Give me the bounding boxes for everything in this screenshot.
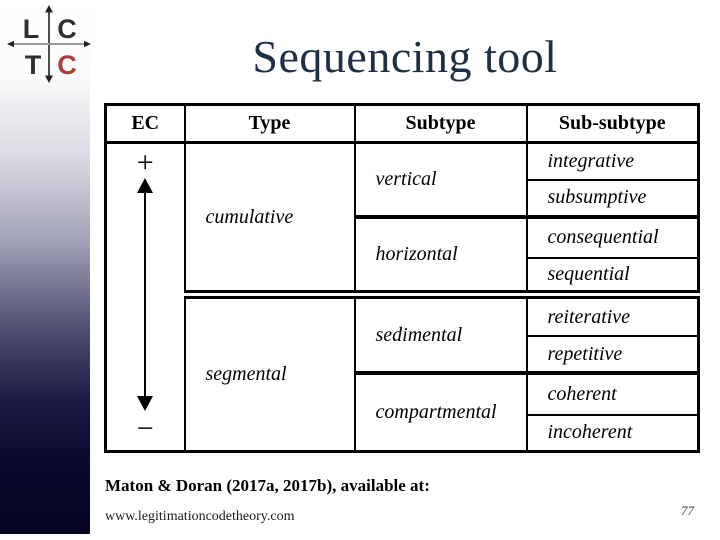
cell-cumulative: cumulative bbox=[183, 142, 356, 300]
arrow-line bbox=[144, 188, 147, 401]
table-row: horizontal consequential bbox=[106, 216, 700, 300]
logo-letter-c-red: C bbox=[57, 50, 77, 80]
citation-text: Maton & Doran (2017a, 2017b), available … bbox=[105, 476, 430, 495]
cell-integrative: integrative bbox=[525, 142, 700, 181]
table-row: repetitive bbox=[106, 336, 700, 376]
logo-letter-c-top: C bbox=[57, 14, 77, 44]
header-ec: EC bbox=[104, 103, 186, 144]
header-row: EC Type Subtype Sub-subtype bbox=[104, 103, 700, 144]
logo-arrow-down-icon bbox=[45, 75, 53, 83]
table-row: compartmental coherent bbox=[106, 373, 700, 452]
cell-coherent: coherent bbox=[525, 373, 700, 416]
cell-vertical: vertical bbox=[353, 142, 528, 219]
ec-scale-cell: + − bbox=[104, 142, 186, 452]
lct-logo: L C T C bbox=[7, 5, 91, 83]
table-row: subsumptive bbox=[106, 179, 700, 219]
logo-letter-t: T bbox=[25, 50, 42, 80]
cell-incoherent: incoherent bbox=[525, 414, 700, 452]
sequencing-table-wrap: EC Type Subtype Sub-subtype + − cumul bbox=[104, 103, 700, 453]
cell-consequential: consequential bbox=[525, 216, 700, 259]
table-row: sequential bbox=[106, 257, 700, 300]
cell-compartmental: compartmental bbox=[353, 373, 528, 452]
gradient-sidebar bbox=[0, 0, 90, 534]
logo-arrow-right-icon bbox=[84, 40, 91, 48]
logo-arrow-left-icon bbox=[7, 40, 14, 48]
logo-letter-l: L bbox=[23, 14, 40, 44]
website-link[interactable]: www.legitimationcodetheory.com bbox=[105, 509, 295, 524]
cell-sequential: sequential bbox=[525, 257, 700, 300]
cell-segmental: segmental bbox=[183, 294, 356, 452]
cell-reiterative: reiterative bbox=[525, 294, 700, 338]
sequencing-table: EC Type Subtype Sub-subtype + − cumul bbox=[104, 103, 700, 453]
slide-title: Sequencing tool bbox=[252, 31, 558, 82]
table-row: incoherent bbox=[106, 414, 700, 452]
minus-sign: − bbox=[136, 412, 154, 445]
table-row: + − cumulative vertical integrative bbox=[104, 142, 700, 452]
plus-sign: + bbox=[136, 146, 154, 179]
cell-horizontal: horizontal bbox=[353, 216, 528, 300]
header-subtype: Subtype bbox=[353, 103, 528, 144]
header-sub-subtype: Sub-subtype bbox=[525, 103, 700, 144]
page-number: 77 bbox=[681, 503, 694, 518]
logo-arrow-up-icon bbox=[45, 5, 53, 13]
ec-scale: + − bbox=[107, 144, 184, 450]
cell-subsumptive: subsumptive bbox=[525, 179, 700, 219]
cell-repetitive: repetitive bbox=[525, 336, 700, 376]
cell-sedimental: sedimental bbox=[353, 294, 528, 376]
table-row: segmental sedimental reiterative bbox=[106, 294, 700, 452]
double-arrow-icon bbox=[136, 178, 154, 411]
header-type: Type bbox=[183, 103, 356, 144]
